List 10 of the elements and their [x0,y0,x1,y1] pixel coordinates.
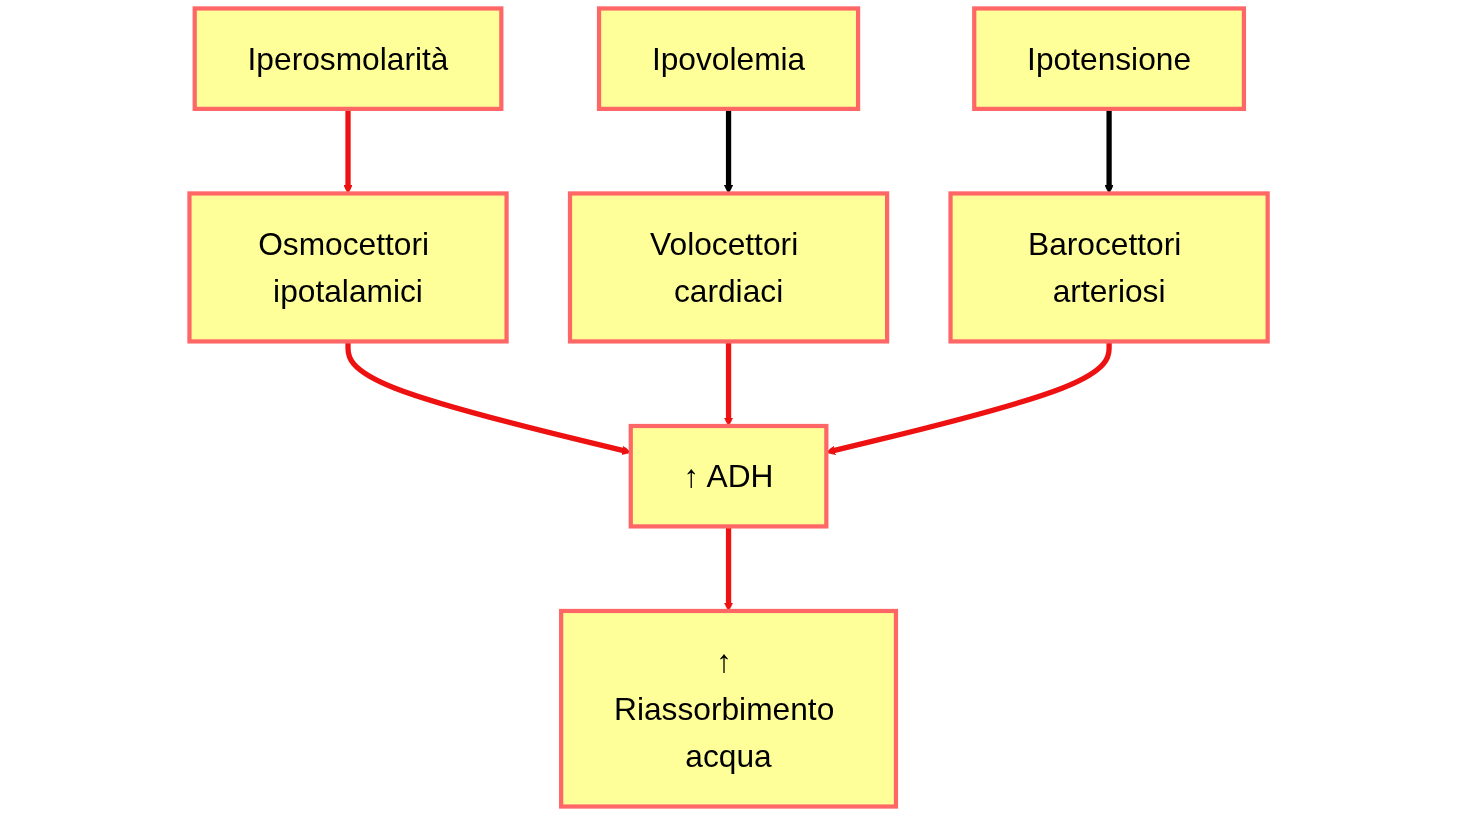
node-box: Barocettori arteriosi [948,191,1271,344]
node-box: Iperosmolarità [193,6,504,111]
node-box: Ipovolemia [597,6,861,111]
node-box: Ipotensione [972,6,1247,111]
arrow [724,526,734,612]
node-box: Volocettori cardiaci [568,191,890,344]
arrow [724,341,734,427]
node-box: Osmocettori ipotalamici [187,191,510,344]
node-box: ↑ Riassorbimento acqua [559,608,899,809]
node-box: ↑ ADH [629,423,829,529]
